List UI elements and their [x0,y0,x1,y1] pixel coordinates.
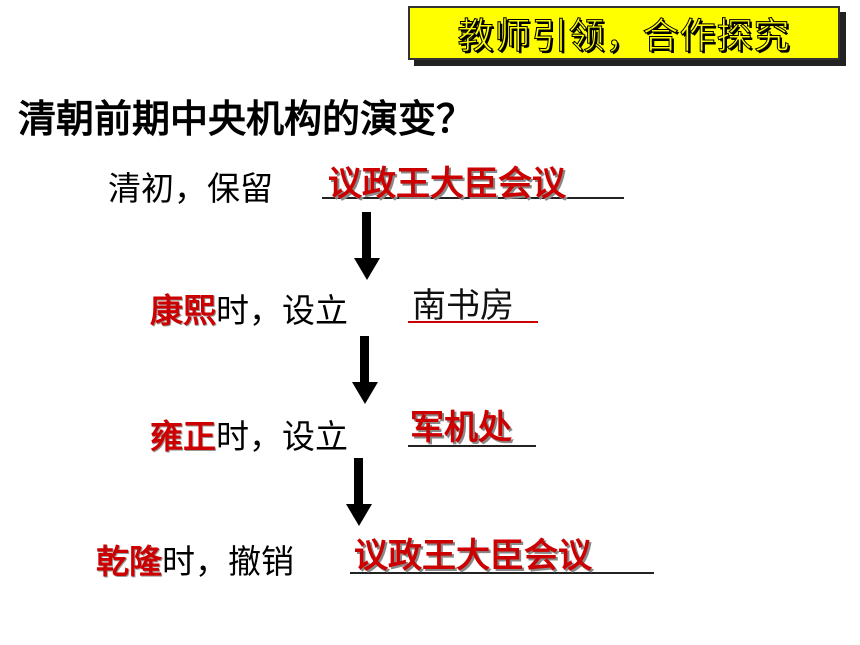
step-3-blank [408,445,536,447]
step-4-suffix: 时，撤销 [162,542,294,581]
step-3-ruler: 雍正 [150,417,216,456]
down-arrow-2 [352,336,378,404]
step-1-answer: 议政王大臣会议 [328,164,566,204]
step-1-blank [322,197,624,199]
step-2-answer: 南书房 [412,286,514,326]
step-1-text: 清初，保留 [108,162,273,210]
step-4-answer: 议政王大臣会议 [354,536,592,576]
down-arrow-3 [346,458,372,526]
step-3-answer: 军机处 [410,408,512,448]
page-question: 清朝前期中央机构的演变？ [18,97,475,141]
title-badge-label: 教师引领，合作探究 [457,16,791,58]
step-4-text: 乾隆时，撤销 [96,535,294,583]
step-2-suffix: 时，设立 [216,291,348,330]
step-2-ruler: 康熙 [150,291,216,330]
step-2-text: 康熙时，设立 [150,284,348,332]
step-3-suffix: 时，设立 [216,417,348,456]
step-3-text: 雍正时，设立 [150,410,348,458]
title-badge: 教师引领，合作探究 [408,6,840,60]
step-2-blank [408,321,538,323]
step-1-prefix: 清初，保留 [108,169,273,208]
step-4-blank [350,572,654,574]
step-4-ruler: 乾隆 [96,542,162,581]
down-arrow-1 [354,212,380,280]
